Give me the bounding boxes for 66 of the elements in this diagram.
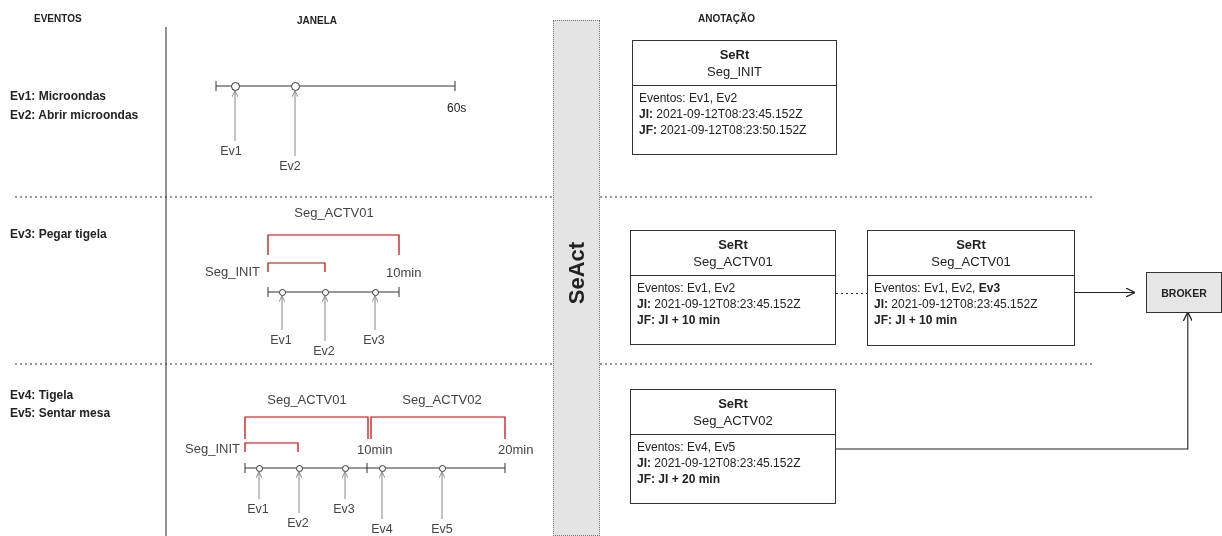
event-description: Ev4: Tigela (10, 388, 74, 402)
event-marker (321, 288, 329, 296)
segment-label: Seg_ACTV01 (267, 393, 347, 407)
event-marker (295, 464, 303, 472)
event-description: Ev3: Pegar tigela (10, 227, 107, 241)
card-field: JI: 2021-09-12T08:23:45.152Z (637, 455, 835, 471)
card-field: Eventos: Ev1, Ev2 (637, 280, 835, 296)
card-field: JI: 2021-09-12T08:23:45.152Z (874, 296, 1074, 312)
card-field: JI: 2021-09-12T08:23:45.152Z (639, 106, 836, 122)
event-label: Ev3 (362, 333, 386, 347)
broker-box: BROKER (1146, 272, 1222, 313)
segment-label: Seg_ACTV02 (402, 393, 482, 407)
event-label: Ev2 (278, 159, 302, 173)
card-title: SeRt (717, 236, 749, 253)
card-subtitle: Seg_ACTV02 (692, 412, 774, 429)
vertical-band (553, 20, 600, 536)
event-label: Ev5 (430, 522, 454, 536)
event-marker (438, 464, 446, 472)
event-label: Ev2 (286, 516, 310, 530)
column-heading: EVENTOS (34, 12, 82, 26)
event-label: Ev1 (219, 144, 243, 158)
event-marker (378, 464, 386, 472)
event-label: Ev1 (246, 502, 270, 516)
event-label: Ev1 (269, 333, 293, 347)
annotation-card (630, 230, 836, 345)
connector-arrow (1074, 287, 1136, 298)
card-field: JI: 2021-09-12T08:23:45.152Z (637, 296, 835, 312)
card-title: SeRt (718, 46, 751, 63)
column-heading: JANELA (297, 14, 337, 28)
annotation-card (630, 389, 836, 504)
event-description: Ev1: Microondas (10, 89, 107, 103)
card-field: JF: JI + 10 min (874, 312, 1074, 328)
event-marker (278, 288, 286, 296)
time-label: 60s (447, 101, 467, 115)
annotation-card (867, 230, 1075, 346)
segment-label: Seg_ACTV01 (294, 206, 374, 220)
card-field: JF: JI + 20 min (637, 471, 835, 487)
time-label: 10min (357, 443, 393, 457)
card-title: SeRt (717, 395, 749, 412)
card-field: JF: 2021-09-12T08:23:50.152Z (639, 122, 836, 138)
event-marker (341, 464, 349, 472)
card-field: JF: JI + 10 min (637, 312, 835, 328)
card-field: Eventos: Ev4, Ev5 (637, 439, 835, 455)
event-marker (255, 464, 263, 472)
annotation-card (632, 40, 837, 155)
card-subtitle: Seg_INIT (706, 63, 763, 80)
band-label: SeAct (563, 241, 590, 305)
card-field: Eventos: Ev1, Ev2, Ev3 (874, 280, 1074, 296)
time-label: 10min (386, 266, 422, 280)
segment-label: Seg_INIT (185, 442, 240, 456)
event-label: Ev3 (332, 502, 356, 516)
event-description: Ev2: Abrir microondas (10, 108, 139, 122)
event-marker (290, 81, 300, 91)
column-heading: ANOTAÇÃO (698, 12, 756, 26)
event-marker (230, 81, 240, 91)
event-description: Ev5: Sentar mesa (10, 406, 111, 420)
event-label: Ev2 (312, 344, 336, 358)
card-subtitle: Seg_ACTV01 (930, 253, 1012, 270)
card-title: SeRt (955, 236, 987, 253)
connector-arrow (835, 311, 1193, 450)
event-label: Ev4 (370, 522, 394, 536)
event-marker (371, 288, 379, 296)
time-label: 20min (498, 443, 534, 457)
segment-label: Seg_INIT (205, 265, 260, 279)
card-field: Eventos: Ev1, Ev2 (639, 90, 836, 106)
card-subtitle: Seg_ACTV01 (692, 253, 774, 270)
